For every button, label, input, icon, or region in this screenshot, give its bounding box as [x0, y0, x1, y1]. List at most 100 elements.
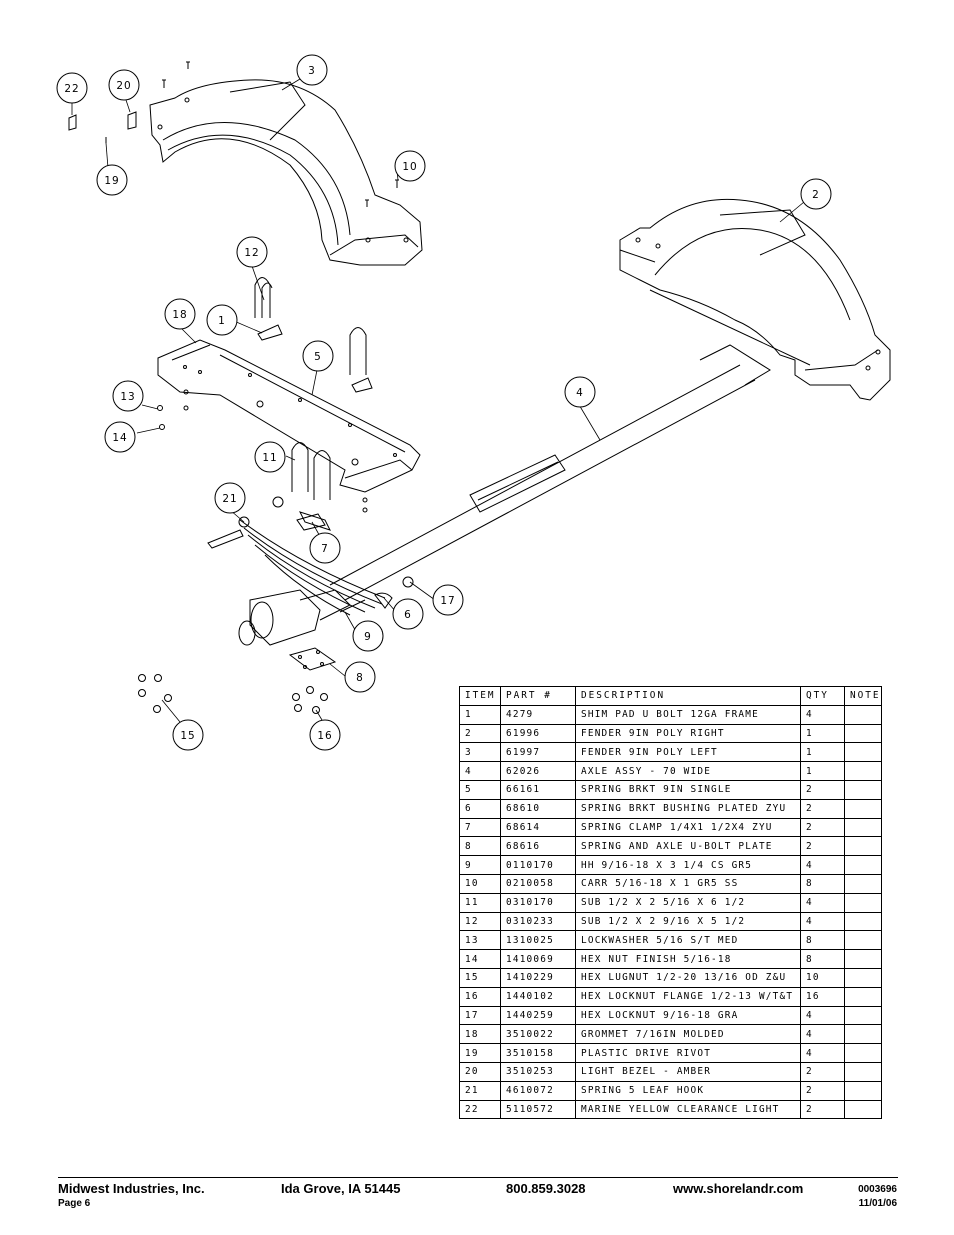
- cell-description: SHIM PAD U BOLT 12GA FRAME: [575, 704, 801, 725]
- callout-circle: [236, 236, 268, 268]
- callout-label: 22: [64, 83, 79, 95]
- cell-description: HH 9/16-18 X 3 1/4 CS GR5: [575, 855, 801, 875]
- cell-item: 17: [459, 1005, 501, 1026]
- callout-label: 7: [321, 543, 329, 555]
- callout-circle: [432, 584, 464, 616]
- cell-part: 0210058: [500, 873, 576, 894]
- right-fender-drawing: [619, 198, 891, 401]
- callout-circle: [104, 421, 136, 453]
- cell-part: 1440259: [500, 1005, 576, 1026]
- leader-lines: [71, 78, 805, 723]
- cell-qty: 4: [800, 855, 845, 875]
- callout-circle: [394, 150, 426, 182]
- cell-note: [844, 986, 882, 1007]
- cell-description: SUB 1/2 X 2 5/16 X 6 1/2: [575, 892, 801, 913]
- cell-description: CARR 5/16-18 X 1 GR5 SS: [575, 873, 801, 894]
- cell-qty: 2: [800, 798, 845, 819]
- cell-qty: 10: [800, 967, 845, 988]
- cell-part: 68616: [500, 836, 576, 857]
- footer-doc-number: 0003696: [858, 1184, 897, 1195]
- cell-part: 62026: [500, 761, 576, 781]
- cell-item: 2: [459, 723, 501, 744]
- cell-item: 4: [459, 761, 501, 781]
- callout-circle: [309, 719, 341, 751]
- spring-bracket-frame-drawing: [157, 339, 421, 493]
- cell-qty: 2: [800, 1080, 845, 1101]
- cell-description: MARINE YELLOW CLEARANCE LIGHT: [575, 1099, 801, 1120]
- callout-label: 18: [172, 309, 187, 321]
- callout-label: 8: [356, 672, 364, 684]
- cell-description: HEX NUT FINISH 5/16-18: [575, 949, 801, 969]
- callout-label: 10: [402, 161, 417, 173]
- cell-qty: 2: [800, 1099, 845, 1120]
- cell-description: FENDER 9IN POLY RIGHT: [575, 723, 801, 744]
- cell-item: 14: [459, 949, 501, 969]
- callout-circle: [214, 482, 246, 514]
- cell-note: [844, 949, 882, 969]
- cell-item: 7: [459, 817, 501, 838]
- callout-label: 20: [116, 80, 131, 92]
- cell-description: SUB 1/2 X 2 9/16 X 5 1/2: [575, 911, 801, 932]
- footer-phone: 800.859.3028: [506, 1181, 586, 1196]
- hub-drawing: [238, 576, 414, 646]
- cell-qty: 1: [800, 742, 845, 763]
- cell-part: 5110572: [500, 1099, 576, 1120]
- cell-description: SPRING BRKT 9IN SINGLE: [575, 779, 801, 800]
- cell-part: 68610: [500, 798, 576, 819]
- callout-label: 21: [222, 493, 237, 505]
- header-note: NOTE: [844, 686, 882, 706]
- cell-qty: 16: [800, 986, 845, 1007]
- callout-circle: [108, 69, 140, 101]
- cell-qty: 4: [800, 911, 845, 932]
- cell-qty: 4: [800, 1005, 845, 1026]
- cell-description: LOCKWASHER 5/16 S/T MED: [575, 930, 801, 951]
- callout-circle: [206, 304, 238, 336]
- cell-part: 61997: [500, 742, 576, 763]
- cell-note: [844, 817, 882, 838]
- leaf-spring-drawing: [207, 511, 386, 616]
- cell-note: [844, 911, 882, 932]
- cell-note: [844, 1024, 882, 1045]
- header-qty: QTY: [800, 686, 845, 706]
- cell-item: 5: [459, 779, 501, 800]
- cell-note: [844, 761, 882, 781]
- callout-circle: [392, 598, 424, 630]
- cell-description: SPRING BRKT BUSHING PLATED ZYU: [575, 798, 801, 819]
- callout-circle: [564, 376, 596, 408]
- cell-item: 18: [459, 1024, 501, 1045]
- cell-qty: 8: [800, 873, 845, 894]
- cell-note: [844, 779, 882, 800]
- cell-part: 0310170: [500, 892, 576, 913]
- cell-note: [844, 967, 882, 988]
- footer-date: 11/01/06: [858, 1198, 897, 1209]
- header-item: ITEM: [459, 686, 501, 706]
- cell-note: [844, 1043, 882, 1063]
- cell-note: [844, 1061, 882, 1082]
- cell-part: 3510022: [500, 1024, 576, 1045]
- cell-item: 15: [459, 967, 501, 988]
- cell-part: 66161: [500, 779, 576, 800]
- cell-item: 12: [459, 911, 501, 932]
- cell-note: [844, 742, 882, 763]
- cell-qty: 8: [800, 930, 845, 951]
- cell-item: 20: [459, 1061, 501, 1082]
- cell-qty: 4: [800, 704, 845, 725]
- cell-item: 13: [459, 930, 501, 951]
- footer-company: Midwest Industries, Inc.: [58, 1181, 205, 1196]
- cell-part: 3510253: [500, 1061, 576, 1082]
- cell-part: 68614: [500, 817, 576, 838]
